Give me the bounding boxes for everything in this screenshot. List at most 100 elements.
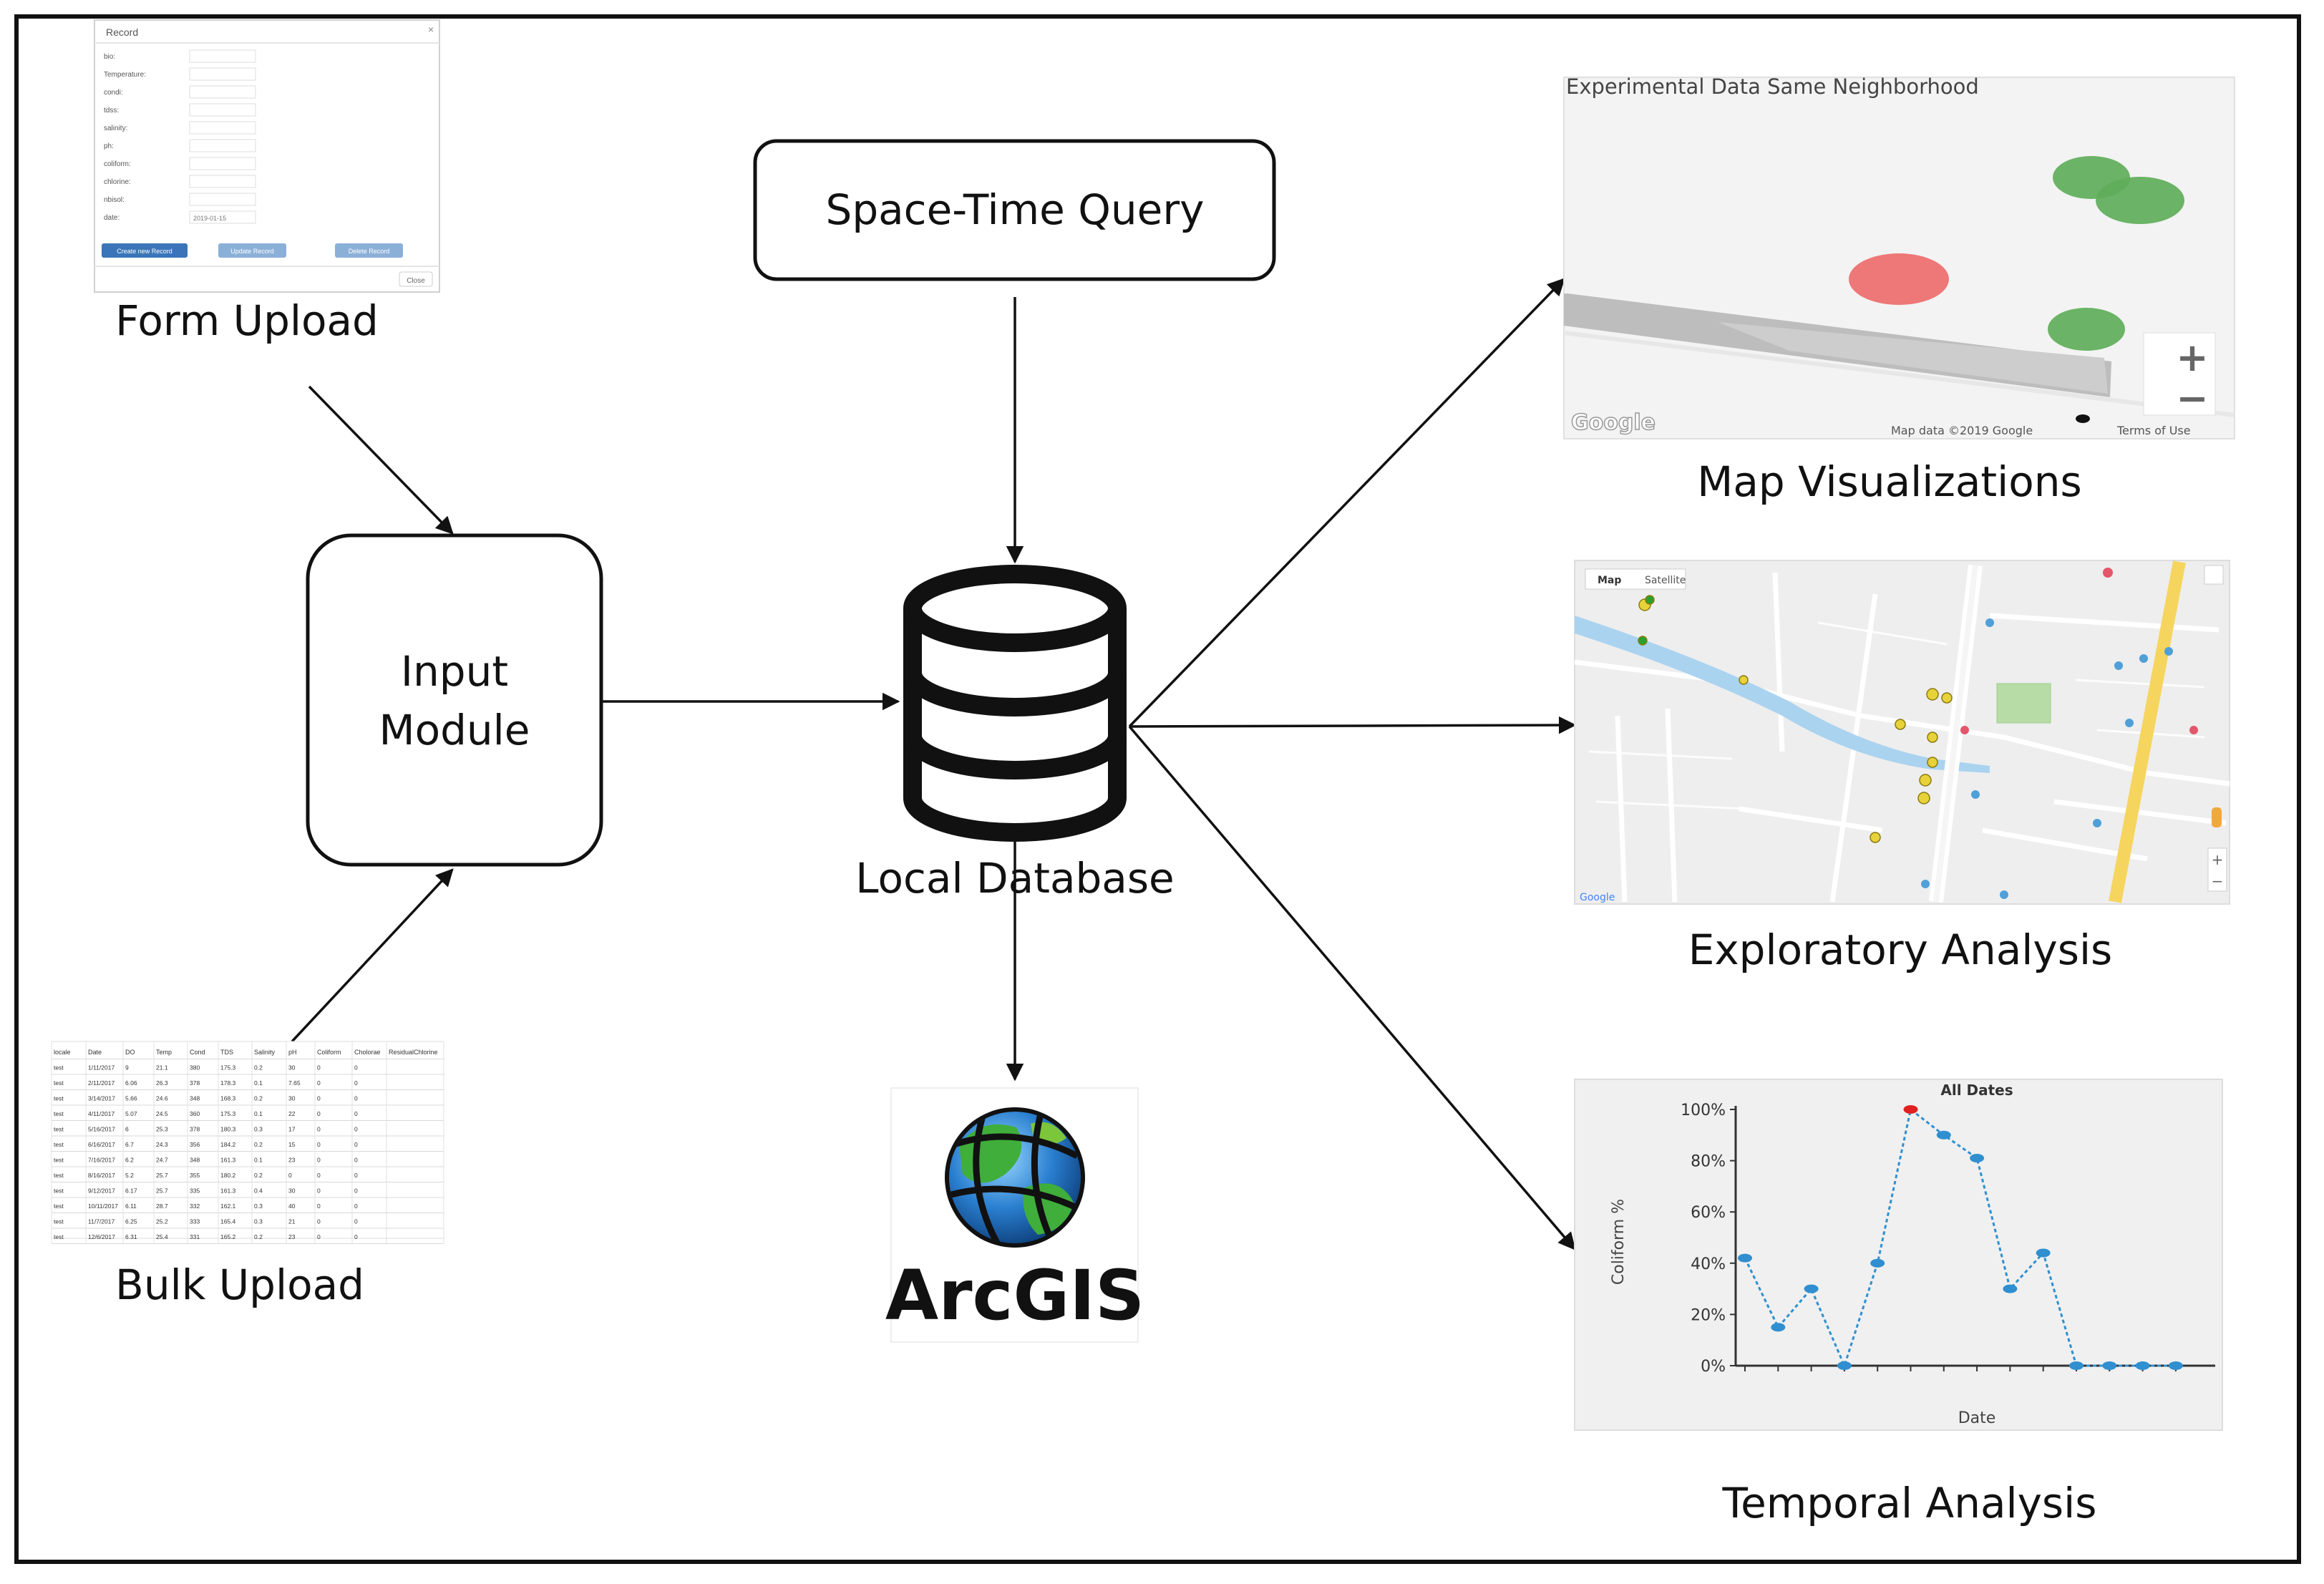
data-point[interactable] xyxy=(2135,1361,2150,1370)
data-point[interactable] xyxy=(1870,1258,1885,1268)
data-point[interactable] xyxy=(1771,1323,1786,1332)
form-field-input[interactable] xyxy=(189,193,256,206)
table-header-cell: pH xyxy=(288,1049,297,1056)
map-marker-green xyxy=(2096,177,2184,224)
form-field-input[interactable] xyxy=(189,67,256,81)
form-field-label: condi: xyxy=(104,89,123,97)
data-point[interactable] xyxy=(2168,1361,2183,1370)
data-point[interactable] xyxy=(2069,1361,2084,1370)
table-cell: 25.3 xyxy=(156,1126,168,1133)
table-cell: 24.7 xyxy=(156,1157,168,1164)
table-cell: 17 xyxy=(288,1126,296,1133)
zoom-out-icon[interactable]: − xyxy=(2212,873,2224,890)
form-close-button xyxy=(399,271,433,287)
explore-zoom-control[interactable] xyxy=(2207,847,2227,892)
form-action-button[interactable] xyxy=(102,243,188,258)
table-cell: 348 xyxy=(190,1095,200,1102)
form-field-input[interactable] xyxy=(189,85,256,99)
data-point[interactable] xyxy=(1837,1361,1852,1370)
table-cell: test xyxy=(54,1126,64,1133)
data-point[interactable] xyxy=(2036,1248,2051,1258)
data-point[interactable] xyxy=(2102,1361,2117,1370)
map-type-control[interactable] xyxy=(1585,568,1686,590)
input-module-label-line2: Module xyxy=(379,706,530,754)
form-field-input[interactable] xyxy=(189,157,256,170)
table-cell: 168.3 xyxy=(220,1095,236,1102)
zoom-out-icon[interactable]: − xyxy=(2176,376,2208,421)
temporal-chart: All Dates Date Coliform % 0%20%40%60%80%… xyxy=(1574,1079,2223,1431)
data-point[interactable] xyxy=(1738,1253,1752,1263)
form-field-input[interactable] xyxy=(189,121,256,135)
svg-text:Record: Record xyxy=(106,26,138,38)
local-database-label: Local Database xyxy=(855,854,1175,903)
data-point[interactable] xyxy=(1936,1130,1951,1140)
table-cell: 0 xyxy=(354,1079,358,1087)
tab-satellite[interactable]: Satellite xyxy=(1645,575,1686,586)
form-action-button-label: Delete Record xyxy=(349,248,390,255)
table-cell: 0 xyxy=(354,1187,358,1195)
table-cell: 21 xyxy=(288,1218,296,1225)
exploratory-analysis-caption: Exploratory Analysis xyxy=(1688,925,2113,974)
table-cell: 5.66 xyxy=(125,1095,137,1102)
input-module-node: Input Module xyxy=(306,533,603,867)
form-field-input[interactable] xyxy=(189,210,256,224)
table-cell: 378 xyxy=(190,1126,200,1133)
map-visualizations-caption: Map Visualizations xyxy=(1697,457,2081,506)
form-field-input[interactable] xyxy=(189,103,256,117)
zoom-in-icon[interactable]: + xyxy=(2176,335,2208,380)
table-cell: 40 xyxy=(288,1202,296,1210)
tab-map[interactable]: Map xyxy=(1598,575,1621,586)
google-logo: Google xyxy=(1580,892,1615,903)
form-action-button-label: Create new Record xyxy=(117,248,172,255)
table-cell: test xyxy=(54,1233,64,1240)
form-field-input[interactable] xyxy=(189,49,256,63)
data-point[interactable] xyxy=(2003,1284,2018,1293)
data-point[interactable] xyxy=(1970,1154,1985,1163)
zoom-in-icon[interactable]: + xyxy=(2212,851,2224,868)
table-cell: 0.1 xyxy=(254,1110,263,1117)
table-cell: 0 xyxy=(288,1172,292,1179)
google-logo: Google xyxy=(1571,410,1656,435)
form-fields: bio:Temperature:condi:tdss:salinity:ph:c… xyxy=(102,49,403,258)
table-cell: 175.3 xyxy=(220,1110,236,1117)
table-header-cell: Cond xyxy=(190,1049,205,1056)
table-cell: 360 xyxy=(190,1110,200,1117)
table-cell: 0 xyxy=(354,1202,358,1210)
table-header-cell: locale xyxy=(54,1049,71,1056)
form-action-button[interactable] xyxy=(335,243,403,258)
database-icon xyxy=(903,565,1127,842)
table-cell: 335 xyxy=(190,1187,200,1195)
table-cell: 30 xyxy=(288,1064,296,1072)
form-field-label: bio: xyxy=(104,53,115,61)
table-cell: 0 xyxy=(354,1233,358,1240)
table-header-cell: Temp xyxy=(156,1049,172,1056)
form-field-input[interactable] xyxy=(189,175,256,188)
table-cell: test xyxy=(54,1187,64,1195)
table-cell: 24.3 xyxy=(156,1141,168,1148)
table-cell: 24.6 xyxy=(156,1095,168,1102)
table-cell: 9/12/2017 xyxy=(88,1187,115,1195)
table-cell: 0 xyxy=(317,1218,321,1225)
fullscreen-icon[interactable] xyxy=(2204,565,2224,585)
table-header-cell: Date xyxy=(88,1049,102,1056)
table-cell: 22 xyxy=(288,1110,296,1117)
park-area xyxy=(1996,683,2051,724)
table-cell: 0 xyxy=(354,1218,358,1225)
form-field-label: nbisol: xyxy=(104,196,125,204)
form-field-label: coliform: xyxy=(104,160,131,168)
temporal-analysis-caption: Temporal Analysis xyxy=(1722,1479,2097,1527)
table-header-cell: Cholorae xyxy=(354,1049,381,1056)
space-time-query-label: Space-Time Query xyxy=(826,185,1205,234)
map-zoom-control[interactable] xyxy=(2143,332,2216,416)
svg-text:Map data ©2019 Google: Map data ©2019 Google xyxy=(1891,424,2033,437)
table-cell: 5.2 xyxy=(125,1172,134,1179)
table-cell: 6.11 xyxy=(125,1202,137,1210)
data-point[interactable] xyxy=(1804,1284,1819,1293)
table-cell: test xyxy=(54,1172,64,1179)
form-action-button[interactable] xyxy=(218,243,286,258)
y-tick-label: 40% xyxy=(1691,1255,1726,1273)
form-field-input[interactable] xyxy=(189,139,256,152)
form-upload-caption: Form Upload xyxy=(115,296,379,345)
data-point[interactable] xyxy=(1903,1105,1918,1114)
table-cell: 7/16/2017 xyxy=(88,1157,115,1164)
